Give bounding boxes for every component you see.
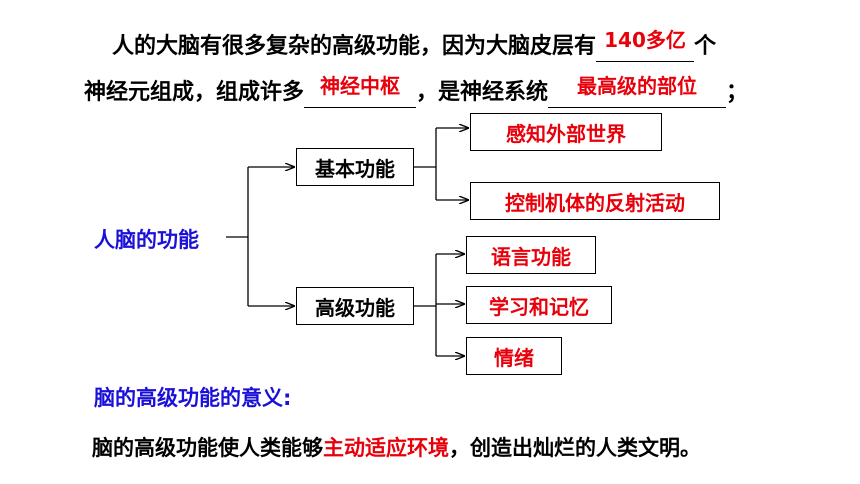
node-advanced-function: 高级功能	[296, 287, 414, 325]
node-perceive-world: 感知外部世界	[470, 113, 662, 151]
node-language: 语言功能	[466, 236, 596, 274]
intro-line-2: 神经元组成，组成许多神经中枢 ，是神经系统 最高级的部位 ；	[84, 74, 749, 108]
significance-highlight: 主动适应环境	[323, 436, 449, 460]
intro-line-2-tail: ；	[726, 80, 749, 105]
node-emotion: 情绪	[466, 337, 562, 375]
significance-text-before: 脑的高级功能使人类能够	[92, 436, 323, 460]
node-reflex-control: 控制机体的反射活动	[470, 182, 720, 220]
significance-heading: 脑的高级功能的意义:	[94, 386, 292, 410]
blank-neuron-count: 140多亿	[596, 28, 695, 62]
intro-line-1-text: 人的大脑有很多复杂的高级功能，因为大脑皮层有	[112, 34, 597, 59]
answer-highest-part: 最高级的部位	[577, 74, 698, 98]
intro-line-2-mid: ，是神经系统	[416, 80, 549, 105]
significance-text-after: ，创造出灿烂的人类文明。	[449, 436, 701, 460]
intro-line-2-head: 神经元组成，组成许多	[84, 80, 305, 105]
answer-nerve-center: 神经中枢	[320, 74, 401, 98]
blank-highest-part: 最高级的部位	[548, 74, 727, 108]
node-learning-memory: 学习和记忆	[466, 286, 612, 324]
answer-neuron-count: 140多亿	[604, 28, 686, 52]
intro-line-1-tail: 个	[694, 34, 717, 59]
blank-nerve-center: 神经中枢	[304, 74, 417, 108]
node-basic-function: 基本功能	[296, 148, 414, 186]
intro-line-1: 人的大脑有很多复杂的高级功能，因为大脑皮层有 140多亿个	[112, 28, 717, 62]
root-label: 人脑的功能	[94, 228, 199, 252]
significance-text: 脑的高级功能使人类能够主动适应环境，创造出灿烂的人类文明。	[92, 432, 701, 462]
